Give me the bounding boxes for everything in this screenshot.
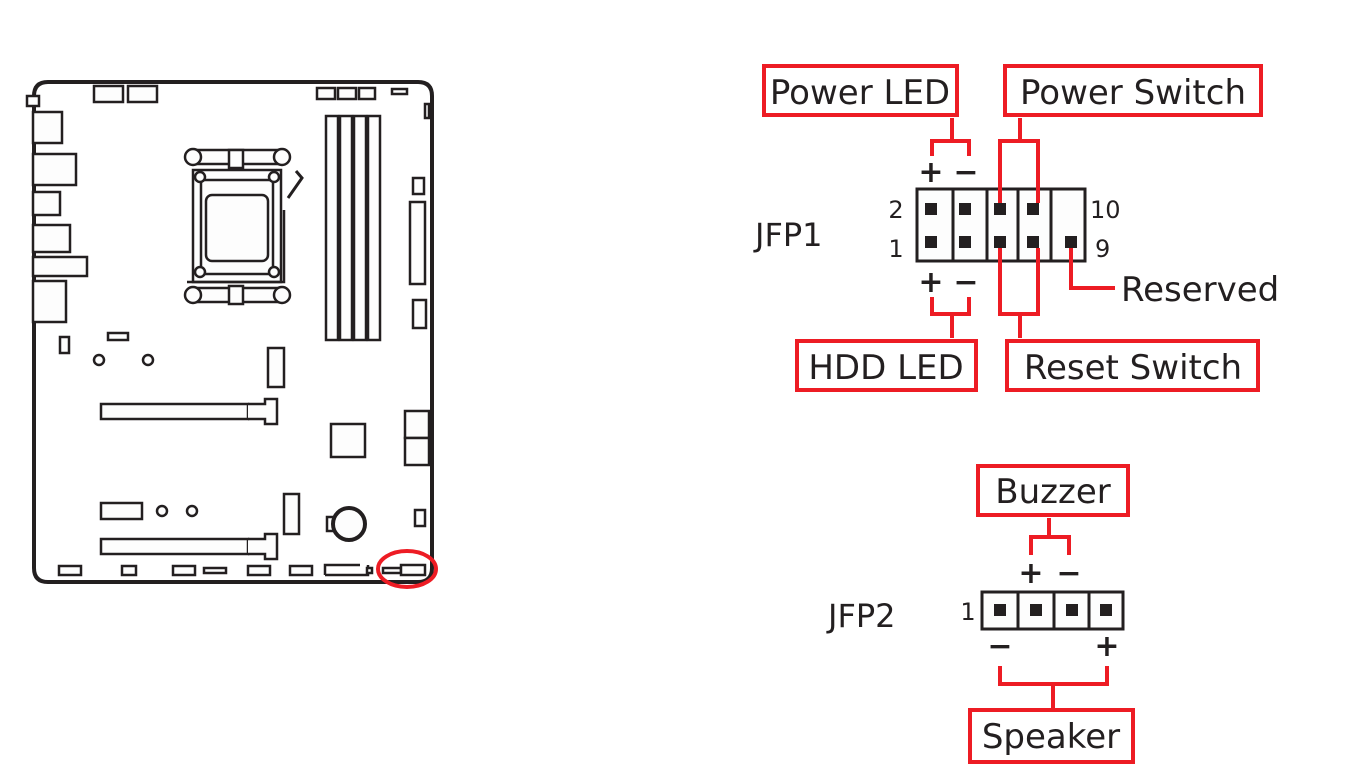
rear-io-ports [31, 110, 89, 324]
jfp1-diagram: Power LED Power Switch HDD LED Reset Swi… [753, 64, 1279, 392]
jfp1-pin-number-1: 1 [888, 235, 903, 263]
dimm-slots [324, 114, 382, 342]
jfp2-top-plus: + [1018, 556, 1043, 591]
pin-2 [925, 203, 937, 215]
jfp2-title: JFP2 [826, 597, 896, 635]
jfp1-top-minus: − [953, 155, 978, 190]
hdd-led-label: HDD LED [808, 348, 963, 388]
pin-5 [994, 236, 1006, 248]
jfp2-pin-4 [1100, 604, 1112, 616]
jfp1-header [915, 187, 1087, 263]
pin-8 [1027, 203, 1039, 215]
board-components [58, 331, 367, 561]
buzzer-label-box [976, 464, 1130, 517]
jfp2-pin-1 [994, 604, 1006, 616]
pin-3 [959, 236, 971, 248]
speaker-label: Speaker [982, 717, 1120, 757]
reserved-label: Reserved [1121, 270, 1279, 310]
power-led-label-box [762, 64, 959, 117]
power-switch-label-box [1003, 64, 1263, 117]
jfp1-pin-number-2: 2 [888, 196, 903, 224]
jfp1-bottom-plus: + [918, 265, 943, 300]
pin-6 [994, 203, 1006, 215]
jfp2-pin-number-1: 1 [960, 598, 975, 626]
jfp1-pins [925, 203, 1077, 248]
bottom-edge-headers [57, 563, 427, 577]
power-switch-label: Power Switch [1020, 73, 1246, 113]
speaker-label-box [968, 708, 1135, 764]
pin-1 [925, 236, 937, 248]
power-led-label: Power LED [770, 73, 950, 113]
jfp2-top-minus: − [1056, 556, 1081, 591]
jfp2-diagram: Buzzer Speaker + − − + 1 JFP2 [826, 464, 1135, 764]
jfp2-bottom-minus: − [987, 629, 1012, 664]
jfp2-bottom-plus: + [1094, 629, 1119, 664]
jfp1-pin-number-9: 9 [1095, 235, 1110, 263]
reset-switch-label: Reset Switch [1024, 348, 1242, 388]
pin-4 [959, 203, 971, 215]
jfp1-title: JFP1 [753, 216, 823, 254]
reset-switch-label-box [1005, 339, 1260, 392]
right-edge-connectors [403, 176, 431, 528]
cpu-socket [183, 147, 304, 306]
jfp2-pin-2 [1030, 604, 1042, 616]
jfp2-pins [994, 604, 1112, 616]
jfp-location-highlight [376, 549, 438, 589]
jfp-header-on-board [399, 563, 427, 577]
jfp1-pin-number-10: 10 [1090, 196, 1121, 224]
buzzer-label: Buzzer [995, 472, 1110, 512]
pin-7 [1027, 236, 1039, 248]
jfp1-top-plus: + [918, 155, 943, 190]
pin-9 [1065, 236, 1077, 248]
hdd-led-label-box [795, 339, 978, 392]
jfp2-pin-3 [1066, 604, 1078, 616]
top-connectors [92, 84, 431, 120]
jfp1-bottom-minus: − [953, 265, 978, 300]
